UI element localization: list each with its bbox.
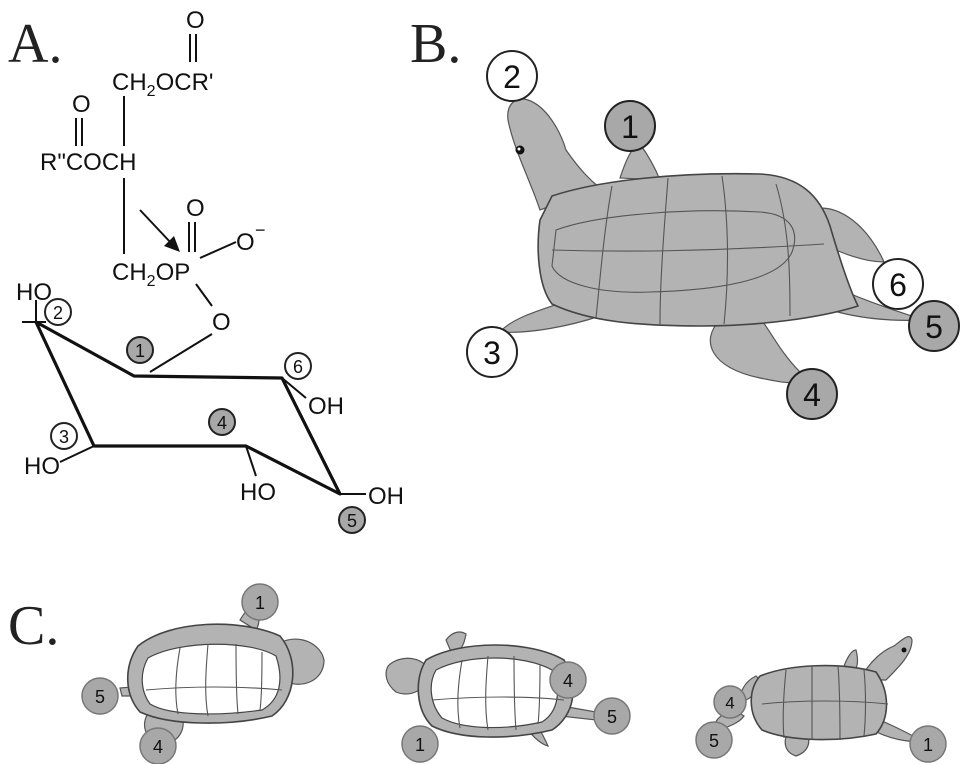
svg-text:5: 5 <box>925 309 943 345</box>
ring-marker-1: 1 <box>127 337 153 363</box>
turtle-b-marker-1: 1 <box>605 101 655 151</box>
svg-text:4: 4 <box>217 413 227 433</box>
turtle-b-marker-6: 6 <box>873 259 923 309</box>
turtle-c1: 1 5 4 <box>82 584 324 764</box>
svg-text:1: 1 <box>135 341 145 361</box>
ring-marker-3: 3 <box>51 423 77 449</box>
panel-b: B. 2 1 6 5 <box>410 13 959 419</box>
carbonyl-oxygen-left: O <box>72 91 91 118</box>
phosphate-oxygen-minus: O <box>236 229 255 256</box>
turtle-b-marker-4: 4 <box>787 369 837 419</box>
turtle-c1-marker-5: 5 <box>82 678 118 714</box>
svg-text:6: 6 <box>889 267 907 303</box>
turtle-b-marker-2: 2 <box>487 51 537 101</box>
ring-oh-3: HO <box>24 453 60 480</box>
ring-oh-6: OH <box>308 393 344 420</box>
turtle-c3-marker-5: 5 <box>696 722 732 758</box>
ch2op-label: CH2OP <box>112 259 190 290</box>
turtle-c2-marker-5: 5 <box>594 698 630 734</box>
svg-text:2: 2 <box>53 303 63 323</box>
panel-a: A. O CH2OCR' O R"COCH O O − CH2OP O <box>8 7 404 533</box>
panel-label-c: C. <box>8 595 59 657</box>
ch2ocr-label: CH2OCR' <box>112 69 214 100</box>
turtle-c2-marker-4: 4 <box>550 662 586 698</box>
carbonyl-oxygen-top: O <box>186 7 205 34</box>
panel-c: C. 1 5 4 <box>8 584 946 764</box>
ring-marker-6: 6 <box>285 353 311 379</box>
ring-marker-5: 5 <box>339 507 365 533</box>
svg-text:3: 3 <box>59 427 69 447</box>
svg-text:4: 4 <box>803 377 821 413</box>
svg-text:1: 1 <box>255 593 265 613</box>
ring-oh-4: HO <box>240 479 276 506</box>
svg-text:1: 1 <box>415 735 425 755</box>
bridge-oxygen: O <box>212 309 231 336</box>
turtle-c3-marker-1: 1 <box>910 726 946 762</box>
svg-text:5: 5 <box>95 687 105 707</box>
svg-text:3: 3 <box>483 335 501 371</box>
svg-text:5: 5 <box>607 707 617 727</box>
turtle-c1-marker-4: 4 <box>140 728 176 764</box>
phosphate-oxygen-top: O <box>186 195 205 222</box>
svg-text:4: 4 <box>563 671 573 691</box>
turtle-c3-marker-4: 4 <box>714 686 746 718</box>
svg-text:4: 4 <box>725 694 734 713</box>
svg-text:5: 5 <box>709 731 719 751</box>
turtle-c3: 4 5 1 <box>696 637 946 762</box>
turtle-c2-marker-1: 1 <box>402 726 438 762</box>
ring-oh-2: HO <box>16 279 52 306</box>
panel-label-a: A. <box>8 13 62 75</box>
ring-marker-4: 4 <box>209 409 235 435</box>
turtle-b-marker-5: 5 <box>909 301 959 351</box>
turtle-c2: 4 5 1 <box>386 632 630 762</box>
svg-text:5: 5 <box>347 511 357 531</box>
turtle-b-rear-left-flipper <box>710 318 800 383</box>
svg-text:1: 1 <box>923 735 933 755</box>
minus-sign: − <box>255 220 266 240</box>
svg-text:6: 6 <box>293 357 303 377</box>
svg-text:4: 4 <box>153 737 163 757</box>
turtle-c1-marker-1: 1 <box>242 584 278 620</box>
ring-oh-5: OH <box>368 483 404 510</box>
svg-text:1: 1 <box>621 109 639 145</box>
turtle-b-marker-3: 3 <box>467 327 517 377</box>
panel-label-b: B. <box>410 13 461 75</box>
ring-marker-2: 2 <box>45 299 71 325</box>
rcoch-label: R"COCH <box>40 149 137 176</box>
svg-text:2: 2 <box>503 59 521 95</box>
